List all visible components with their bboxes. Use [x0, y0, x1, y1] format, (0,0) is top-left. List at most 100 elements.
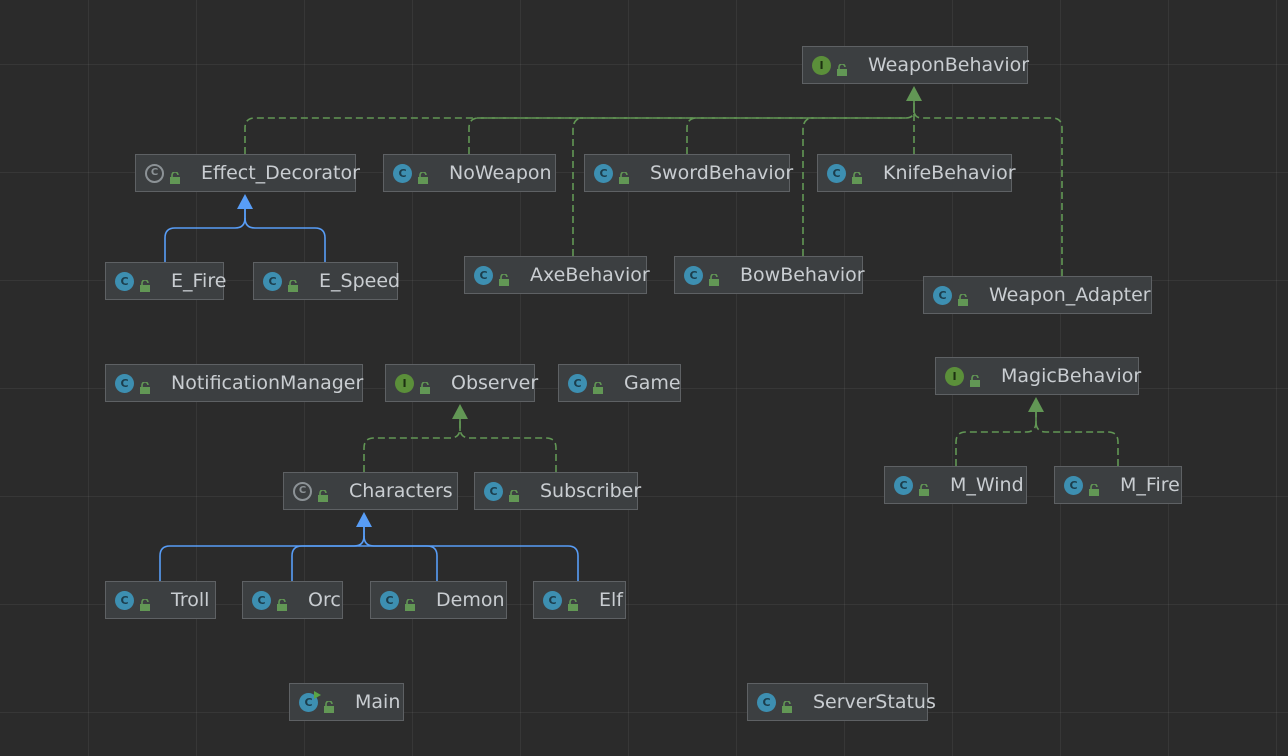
class-node-orc[interactable]: C Orc	[242, 581, 343, 619]
inheritance-arrowhead	[356, 512, 372, 527]
class-node-characters[interactable]: C Characters	[283, 472, 458, 510]
public-visibility-icon	[276, 594, 288, 611]
class-node-troll[interactable]: C Troll	[105, 581, 216, 619]
class-name-label: E_Fire	[171, 270, 227, 292]
class-node-weapon-adapter[interactable]: C Weapon_Adapter	[923, 276, 1152, 314]
class-node-e-speed[interactable]: C E_Speed	[253, 262, 401, 300]
edge-implements-noweapon-to-weaponbehavior	[468, 117, 906, 154]
inheritance-arrowhead	[237, 194, 253, 209]
public-visibility-icon	[851, 167, 863, 184]
class-node-weaponbehavior[interactable]: I WeaponBehavior	[802, 46, 1030, 84]
class-node-magicbehavior[interactable]: I MagicBehavior	[935, 357, 1142, 395]
class-node-observer[interactable]: I Observer	[385, 364, 539, 402]
public-visibility-icon	[592, 377, 604, 394]
inheritance-arrowhead	[452, 404, 468, 419]
interface-icon: I	[812, 55, 831, 75]
class-node-m-fire[interactable]: C M_Fire	[1054, 466, 1182, 504]
public-visibility-icon	[508, 485, 520, 502]
public-visibility-icon	[317, 485, 329, 502]
class-node-effect-decorator[interactable]: C Effect_Decorator	[135, 154, 360, 192]
public-visibility-icon	[1088, 479, 1100, 496]
class-name-label: Orc	[308, 589, 341, 611]
abstract-class-icon: C	[293, 481, 312, 501]
class-node-notificationmanager[interactable]: C NotificationManager	[105, 364, 363, 402]
class-name-label: WeaponBehavior	[868, 54, 1030, 76]
class-name-label: Effect_Decorator	[201, 162, 360, 184]
interface-icon: I	[395, 373, 414, 393]
interface-icon: I	[945, 366, 964, 386]
class-icon: C	[115, 590, 134, 610]
class-icon: C	[115, 271, 134, 291]
class-icon: C	[1064, 475, 1083, 495]
class-icon: C	[263, 271, 282, 291]
abstract-class-icon: C	[145, 163, 164, 183]
public-visibility-icon	[404, 594, 416, 611]
edge-extends-orc-to-characters	[291, 545, 364, 581]
edge-extends-troll-to-characters	[159, 526, 365, 581]
class-name-label: MagicBehavior	[1001, 365, 1142, 387]
edge-implements-m-fire-to-magicbehavior	[1035, 421, 1119, 466]
public-visibility-icon	[918, 479, 930, 496]
public-visibility-icon	[287, 275, 299, 292]
class-icon: C	[568, 373, 587, 393]
class-icon: C	[484, 481, 503, 501]
public-visibility-icon	[708, 269, 720, 286]
class-name-label: Observer	[451, 372, 539, 394]
class-icon: C	[115, 373, 134, 393]
class-icon: C	[827, 163, 846, 183]
edge-implements-effect-decorator-to-weaponbehavior	[244, 109, 915, 154]
class-icon: C	[543, 590, 562, 610]
public-visibility-icon	[419, 377, 431, 394]
edge-implements-bowbehavior-to-weaponbehavior	[802, 117, 814, 256]
class-name-label: E_Speed	[319, 270, 401, 292]
class-icon: C	[252, 590, 271, 610]
public-visibility-icon	[567, 594, 579, 611]
class-name-label: NoWeapon	[449, 162, 552, 184]
class-name-label: Troll	[171, 589, 210, 611]
edge-implements-axebehavior-to-weaponbehavior	[572, 117, 584, 256]
class-name-label: Weapon_Adapter	[989, 284, 1151, 306]
class-name-label: NotificationManager	[171, 372, 364, 394]
class-icon: C	[933, 285, 952, 305]
class-name-label: Subscriber	[540, 480, 642, 502]
public-visibility-icon	[139, 594, 151, 611]
edge-extends-e-fire-to-effect-decorator	[164, 208, 246, 262]
class-node-knifebehavior[interactable]: C KnifeBehavior	[817, 154, 1016, 192]
class-name-label: M_Fire	[1120, 474, 1180, 496]
edge-extends-elf-to-characters	[363, 535, 579, 581]
class-icon: C	[380, 590, 399, 610]
class-node-e-fire[interactable]: C E_Fire	[105, 262, 227, 300]
class-name-label: ServerStatus	[813, 691, 936, 713]
edge-extends-e-speed-to-effect-decorator	[244, 217, 326, 262]
runnable-class-icon: C	[299, 690, 321, 712]
public-visibility-icon	[618, 167, 630, 184]
class-name-label: Main	[355, 691, 401, 713]
public-visibility-icon	[169, 167, 181, 184]
class-name-label: M_Wind	[950, 474, 1024, 496]
public-visibility-icon	[781, 696, 793, 713]
class-node-demon[interactable]: C Demon	[370, 581, 507, 619]
class-node-main[interactable]: C Main	[289, 683, 404, 721]
public-visibility-icon	[139, 275, 151, 292]
class-name-label: SwordBehavior	[650, 162, 794, 184]
class-icon: C	[594, 163, 613, 183]
edge-implements-swordbehavior-to-weaponbehavior	[686, 117, 698, 154]
edge-implements-characters-to-observer	[363, 418, 461, 472]
class-icon: C	[474, 265, 493, 285]
class-name-label: Characters	[349, 480, 453, 502]
class-node-axebehavior[interactable]: C AxeBehavior	[464, 256, 650, 294]
class-name-label: KnifeBehavior	[883, 162, 1016, 184]
class-node-swordbehavior[interactable]: C SwordBehavior	[584, 154, 794, 192]
public-visibility-icon	[836, 59, 848, 76]
class-name-label: AxeBehavior	[530, 264, 650, 286]
class-name-label: Demon	[436, 589, 505, 611]
class-node-subscriber[interactable]: C Subscriber	[474, 472, 642, 510]
public-visibility-icon	[323, 696, 335, 713]
edge-implements-subscriber-to-observer	[459, 427, 557, 472]
